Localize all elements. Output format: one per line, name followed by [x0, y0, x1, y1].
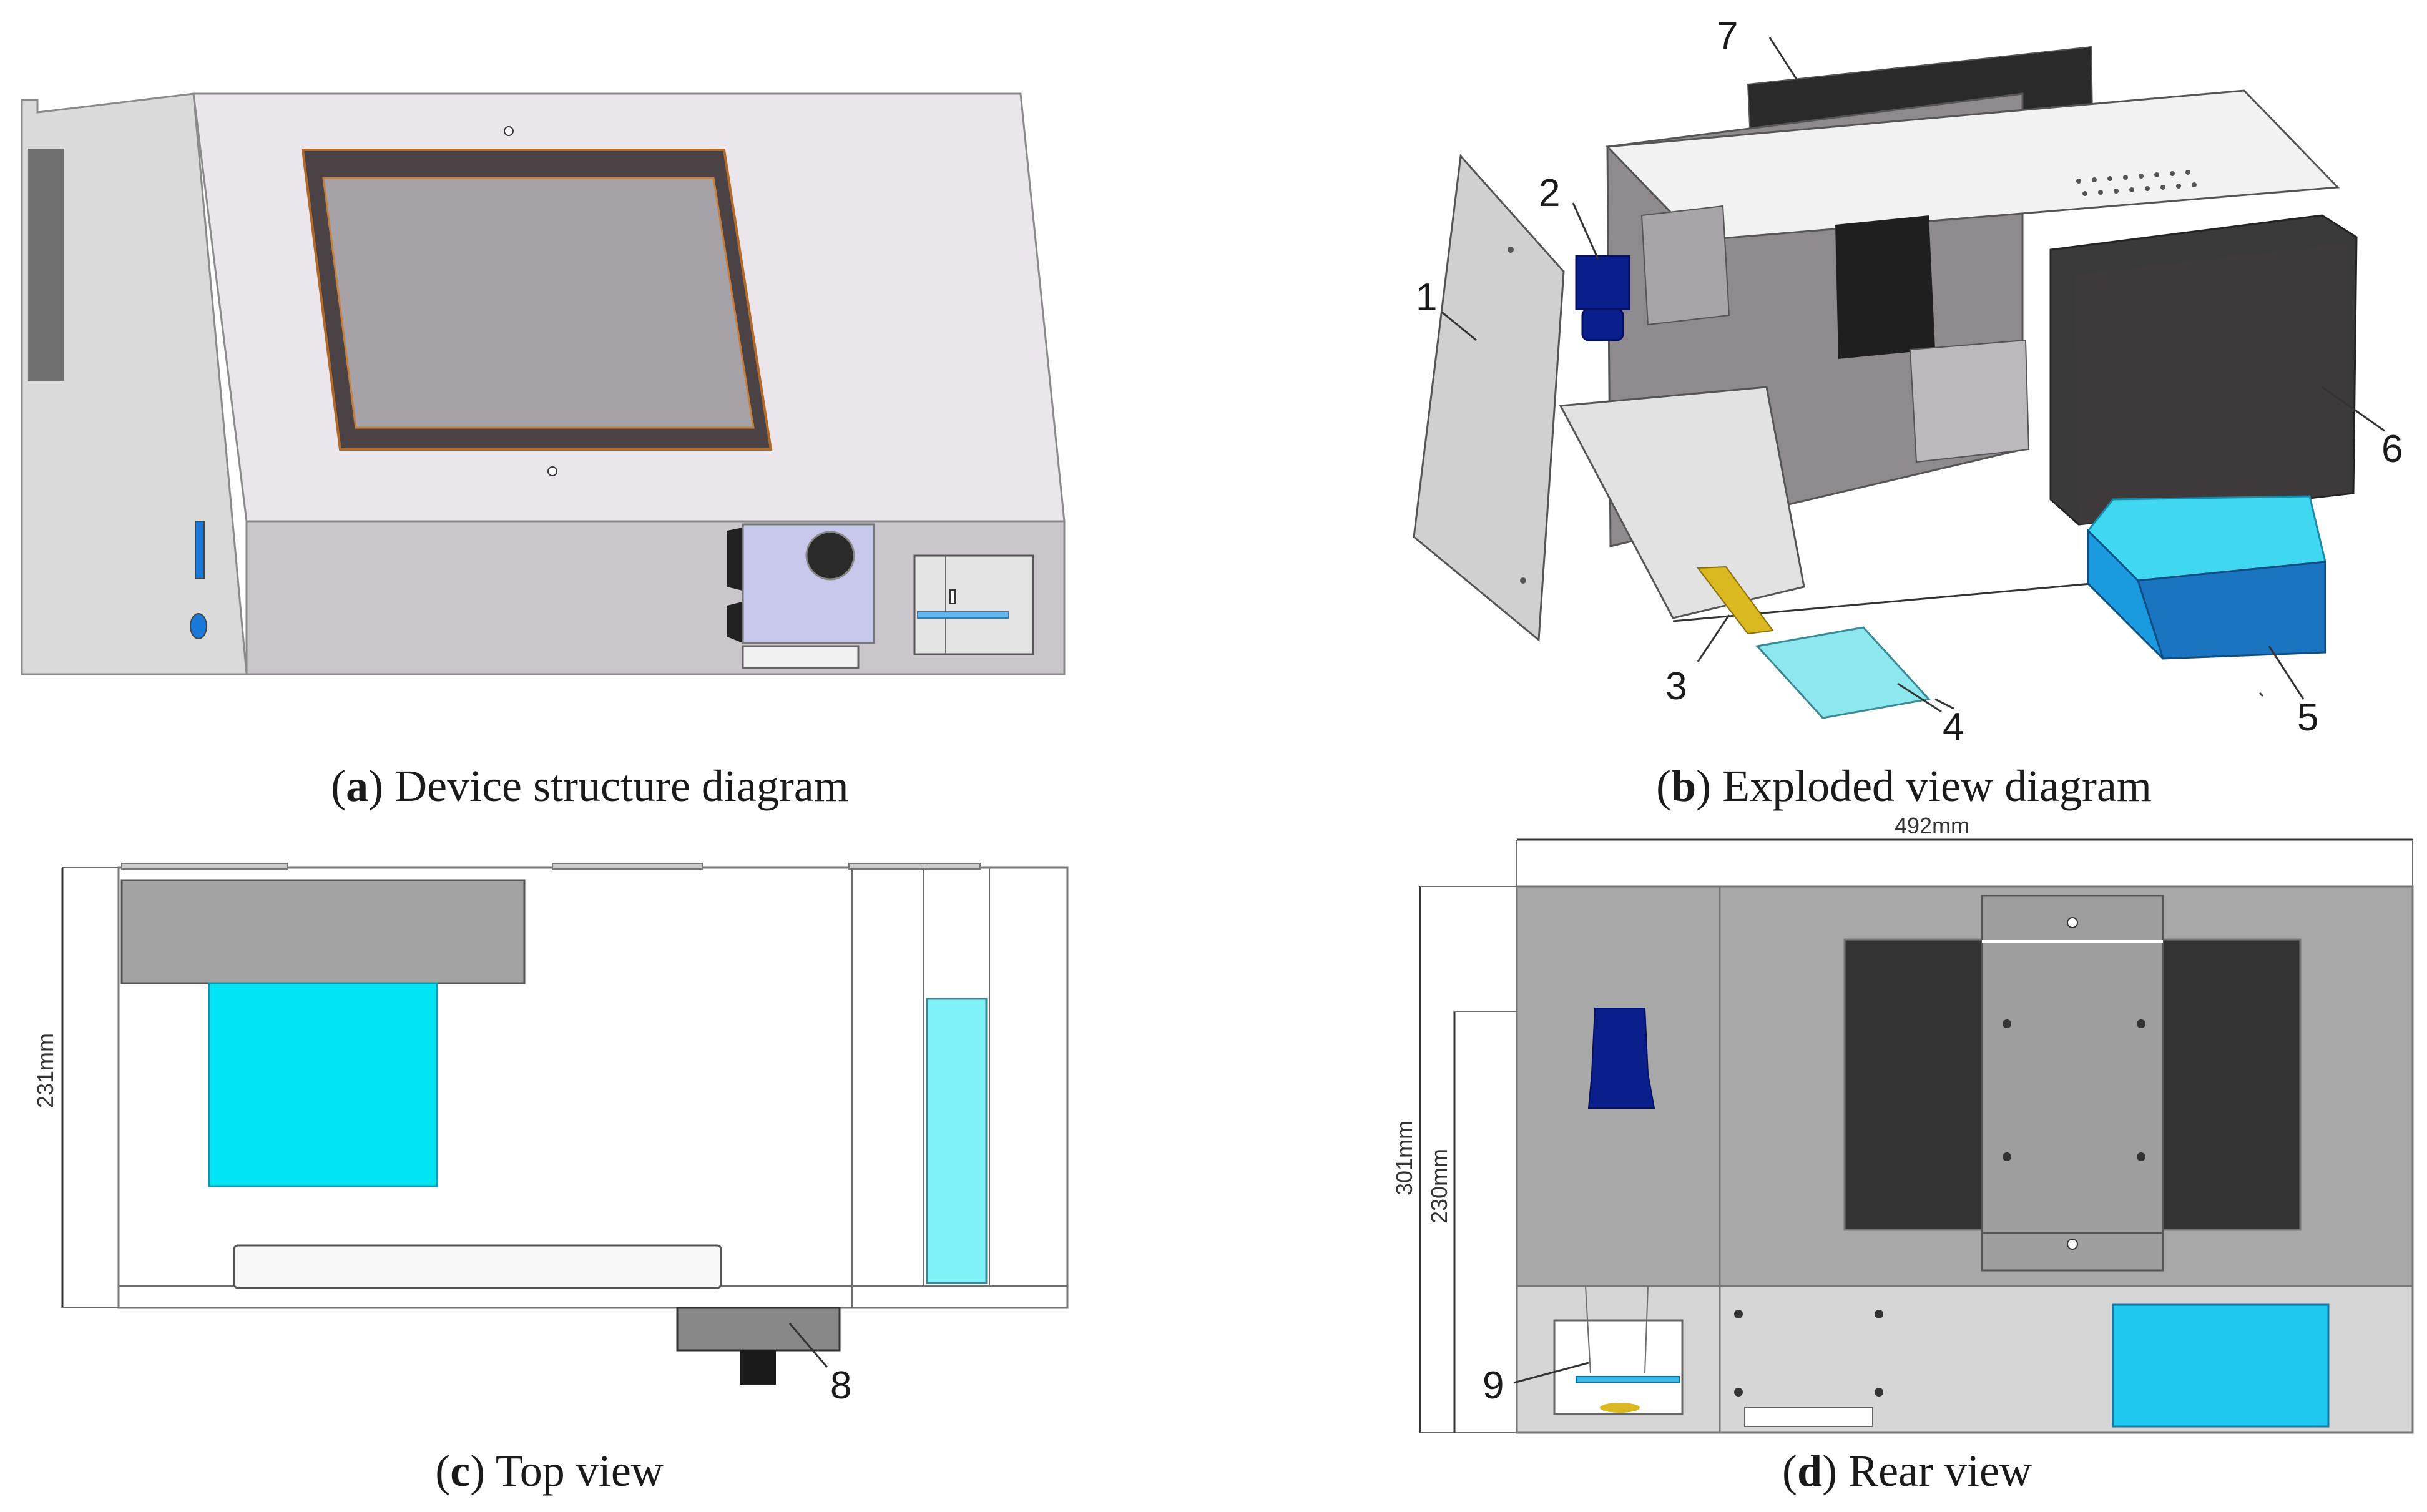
side-panel-hole — [1508, 247, 1514, 253]
mount-screw — [2003, 1019, 2011, 1028]
component-5-side — [2087, 528, 2164, 660]
panel-b-leader-lines — [1441, 37, 2385, 713]
rear-sample-slide — [1576, 1376, 1680, 1383]
lid-vent-holes — [2076, 170, 2197, 196]
topview-screen-block — [120, 879, 526, 984]
topview-camera-mount — [676, 1307, 841, 1352]
side-panel-hole — [1520, 577, 1526, 584]
callout-1: 1 — [1416, 276, 1437, 319]
topview-top-lip-2 — [552, 863, 703, 870]
chassis-right-bracket — [1909, 339, 2030, 463]
sample-slot-tray — [917, 611, 1009, 619]
callout-2: 2 — [1539, 172, 1560, 215]
dim-231-label: 231mm — [32, 1033, 58, 1108]
component-2-camera-lens — [1581, 308, 1624, 341]
panel-a-caption: (a) Device structure diagram — [331, 761, 849, 811]
callout-8: 8 — [830, 1364, 851, 1407]
camera-knob — [805, 531, 855, 581]
callout-8-leader — [788, 1323, 828, 1368]
rear-label-plate — [1744, 1407, 1873, 1427]
dim-230-label: 230mm — [1426, 1149, 1452, 1224]
sample-slot-housing — [913, 554, 1034, 655]
chassis-inner-window — [1835, 215, 1935, 359]
callout-5: 5 — [2297, 696, 2318, 739]
panel-c-top-view: 231mm 8 (c) Top view — [32, 863, 1069, 1496]
callout-9-leader — [1513, 1362, 1589, 1384]
device-side-vent — [28, 149, 64, 381]
chassis-top-lid — [1605, 89, 2340, 242]
rear-screw — [1875, 1310, 1883, 1318]
topview-cyan-box — [208, 982, 438, 1187]
mount-screw — [2137, 1152, 2145, 1161]
camera-module-clamp — [727, 528, 752, 643]
rear-screw — [1875, 1388, 1883, 1397]
callout-9: 9 — [1483, 1364, 1504, 1407]
rear-blue-camera — [1587, 1008, 1655, 1109]
component-1-side-panel — [1413, 154, 1565, 642]
mount-screw — [2003, 1152, 2011, 1161]
mount-screw — [2067, 917, 2078, 928]
screen-screw-top — [504, 126, 514, 136]
topview-slot-cyan — [926, 998, 988, 1284]
rear-screw — [1734, 1388, 1743, 1397]
device-screen-display — [322, 177, 755, 429]
rear-sample-arm-right — [1644, 1285, 1649, 1374]
device-side-indicator — [195, 521, 205, 579]
panel-d-rear-view: 492mm 301mm 230mm — [1391, 813, 2414, 1496]
sample-slot-latch — [949, 589, 956, 604]
screen-screw-bottom — [547, 466, 557, 476]
topview-front-tray — [233, 1244, 722, 1289]
rear-cyan-box — [2112, 1303, 2330, 1428]
component-3-sample-strip — [1697, 566, 1774, 635]
chassis-front-tray — [1559, 386, 1805, 619]
rear-mount-plate — [1981, 895, 2164, 1272]
callout-7: 7 — [1717, 14, 1738, 57]
component-6-front-face — [2076, 243, 2347, 524]
callout-4: 4 — [1943, 705, 1964, 749]
chassis-left-bracket — [1640, 205, 1730, 326]
camera-base-plate — [742, 645, 860, 669]
panel-c-caption: (c) Top view — [435, 1446, 664, 1496]
dim-492-label: 492mm — [1895, 813, 1969, 838]
dim-301-label: 301mm — [1391, 1121, 1417, 1195]
topview-camera-knob — [740, 1350, 776, 1385]
device-side-button — [190, 613, 207, 639]
callout-3: 3 — [1665, 665, 1687, 708]
mount-screw — [2137, 1019, 2145, 1028]
component-2-camera — [1575, 255, 1630, 310]
camera-module-body — [742, 523, 875, 644]
rear-screw — [1734, 1310, 1743, 1318]
panel-d-caption: (d) Rear view — [1782, 1446, 2032, 1496]
callout-6: 6 — [2381, 428, 2403, 471]
mount-screw — [2067, 1239, 2078, 1250]
rear-sample-dots — [1600, 1403, 1640, 1413]
topview-top-lip-3 — [848, 863, 981, 870]
panel-b-exploded-view: 1 2 3 4 5 6 7 (b) Exploded view diagram — [1413, 14, 2403, 811]
component-4-slide — [1755, 626, 1931, 719]
panel-b-caption: (b) Exploded view diagram — [1656, 761, 2152, 811]
topview-top-lip-1 — [121, 863, 288, 870]
rear-sample-arm-left — [1585, 1285, 1591, 1374]
panel-a-device-structure: (a) Device structure diagram — [21, 92, 1066, 811]
